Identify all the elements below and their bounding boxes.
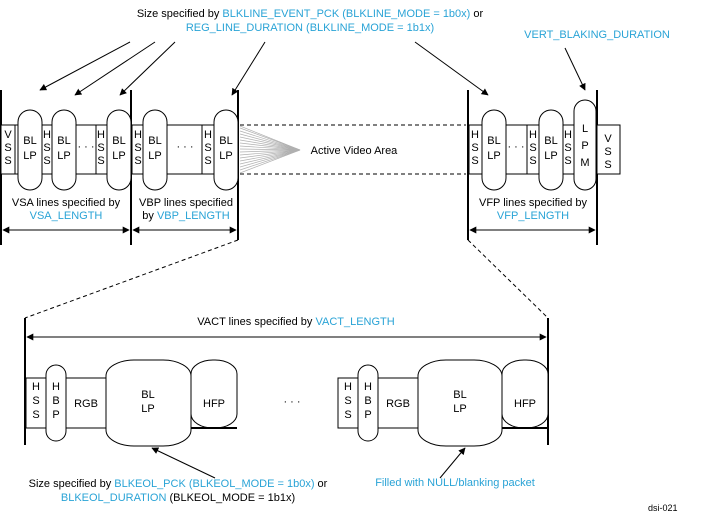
svg-text:H: H bbox=[97, 129, 105, 141]
svg-text:BL: BL bbox=[23, 135, 36, 147]
svg-text:HFP: HFP bbox=[514, 398, 536, 410]
vert-blanking-label: VERT_BLAKING_DURATION bbox=[524, 29, 670, 41]
svg-text:H: H bbox=[43, 129, 51, 141]
note2-arrow bbox=[439, 447, 466, 479]
svg-text:H: H bbox=[52, 381, 60, 393]
svg-text:LP: LP bbox=[57, 150, 70, 162]
svg-text:BL: BL bbox=[219, 135, 232, 147]
svg-text:S: S bbox=[564, 142, 571, 154]
svg-text:B: B bbox=[52, 395, 59, 407]
svg-text:S: S bbox=[529, 155, 536, 167]
vsa-label-line2: VSA_LENGTH bbox=[30, 210, 103, 222]
dots-top-left: · · · bbox=[77, 141, 94, 153]
svg-text:S: S bbox=[4, 142, 11, 154]
active-video-label: Active Video Area bbox=[311, 145, 399, 157]
svg-text:BL: BL bbox=[148, 135, 161, 147]
vbp-label-line2: by VBP_LENGTH bbox=[142, 210, 229, 222]
svg-text:BL: BL bbox=[141, 389, 154, 401]
svg-text:P: P bbox=[52, 409, 59, 421]
vfp-label-line2: VFP_LENGTH bbox=[497, 210, 569, 222]
svg-text:S: S bbox=[604, 146, 611, 158]
svg-text:H: H bbox=[32, 381, 40, 393]
svg-text:S: S bbox=[97, 155, 104, 167]
svg-text:BL: BL bbox=[487, 135, 500, 147]
svg-text:S: S bbox=[471, 155, 478, 167]
svg-text:H: H bbox=[529, 129, 537, 141]
top-title-line1: Size specified by BLKLINE_EVENT_PCK (BLK… bbox=[137, 8, 484, 20]
svg-text:H: H bbox=[204, 129, 212, 141]
active-video-fan bbox=[239, 125, 301, 174]
top-title-line2: REG_LINE_DURATION (BLKLINE_MODE = 1b1x) bbox=[186, 22, 434, 34]
svg-text:H: H bbox=[364, 381, 372, 393]
svg-text:S: S bbox=[32, 395, 39, 407]
svg-text:LP: LP bbox=[544, 150, 557, 162]
svg-text:LP: LP bbox=[487, 150, 500, 162]
svg-text:H: H bbox=[344, 381, 352, 393]
svg-text:S: S bbox=[43, 142, 50, 154]
svg-text:M: M bbox=[580, 157, 589, 169]
svg-text:RGB: RGB bbox=[74, 398, 98, 410]
svg-text:S: S bbox=[134, 155, 141, 167]
svg-text:S: S bbox=[344, 395, 351, 407]
svg-text:V: V bbox=[4, 129, 12, 141]
title-arrows bbox=[39, 41, 586, 96]
vbp-label-line1: VBP lines specified bbox=[139, 197, 233, 209]
svg-text:HFP: HFP bbox=[203, 398, 225, 410]
svg-text:H: H bbox=[471, 129, 479, 141]
svg-text:S: S bbox=[529, 142, 536, 154]
dots-top-mid: · · · bbox=[176, 141, 193, 153]
svg-text:L: L bbox=[582, 123, 588, 135]
svg-text:S: S bbox=[604, 159, 611, 171]
svg-text:BL: BL bbox=[57, 135, 70, 147]
figure-id: dsi-021 bbox=[648, 503, 678, 513]
svg-text:S: S bbox=[204, 142, 211, 154]
note1-line1: Size specified by BLKEOL_PCK (BLKEOL_MOD… bbox=[29, 478, 328, 490]
svg-text:V: V bbox=[604, 133, 612, 145]
vsa-label-line1: VSA lines specified by bbox=[12, 197, 121, 209]
svg-text:LP: LP bbox=[112, 150, 125, 162]
svg-text:S: S bbox=[471, 142, 478, 154]
svg-text:S: S bbox=[4, 155, 11, 167]
vfp-label-line1: VFP lines specified by bbox=[479, 197, 588, 209]
svg-text:RGB: RGB bbox=[386, 398, 410, 410]
note1-arrow bbox=[151, 447, 216, 479]
svg-text:S: S bbox=[43, 155, 50, 167]
svg-text:LP: LP bbox=[219, 150, 232, 162]
svg-text:S: S bbox=[204, 155, 211, 167]
dots-bottom: · · · bbox=[283, 396, 300, 408]
svg-text:H: H bbox=[564, 129, 572, 141]
svg-text:BL: BL bbox=[544, 135, 557, 147]
svg-text:LP: LP bbox=[453, 403, 466, 415]
svg-text:BL: BL bbox=[453, 389, 466, 401]
svg-text:LP: LP bbox=[148, 150, 161, 162]
svg-text:P: P bbox=[364, 409, 371, 421]
note1-line2: BLKEOL_DURATION (BLKEOL_MODE = 1b1x) bbox=[61, 492, 295, 504]
dots-top-right: · · · bbox=[507, 141, 524, 153]
note2-label: Filled with NULL/blanking packet bbox=[375, 477, 535, 489]
svg-text:S: S bbox=[134, 142, 141, 154]
svg-text:S: S bbox=[564, 155, 571, 167]
svg-text:S: S bbox=[344, 409, 351, 421]
svg-text:B: B bbox=[364, 395, 371, 407]
svg-text:BL: BL bbox=[112, 135, 125, 147]
svg-text:P: P bbox=[581, 140, 588, 152]
svg-text:LP: LP bbox=[141, 403, 154, 415]
svg-text:S: S bbox=[32, 409, 39, 421]
svg-text:LP: LP bbox=[23, 150, 36, 162]
vact-label: VACT lines specified by VACT_LENGTH bbox=[197, 316, 395, 328]
svg-text:H: H bbox=[134, 129, 142, 141]
svg-text:S: S bbox=[97, 142, 104, 154]
